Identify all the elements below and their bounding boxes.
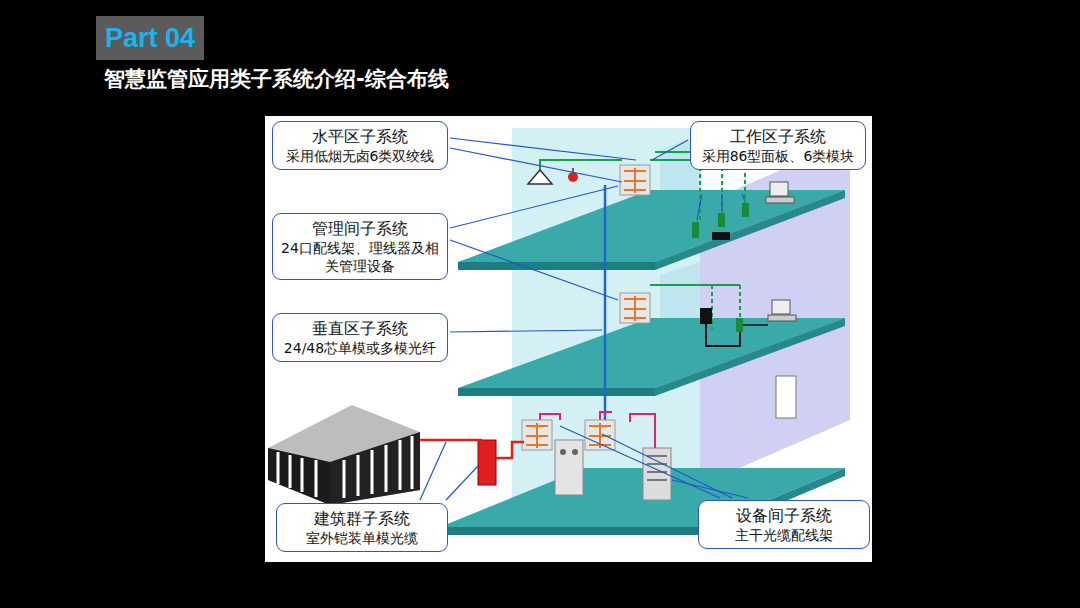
callout-box: 建筑群子系统室外铠装单模光缆 xyxy=(276,503,448,552)
callout-heading: 水平区子系统 xyxy=(279,126,441,147)
callout-heading: 管理间子系统 xyxy=(279,218,441,239)
callout-heading: 设备间子系统 xyxy=(705,505,863,526)
callout-box: 垂直区子系统24/48芯单模或多模光纤 xyxy=(272,313,448,362)
callout-heading: Part 04 xyxy=(102,20,198,56)
callout-heading: 工作区子系统 xyxy=(697,126,859,147)
callout-body: 24/48芯单模或多模光纤 xyxy=(279,339,441,357)
callout-heading: 垂直区子系统 xyxy=(279,318,441,339)
callout-box: 水平区子系统采用低烟无卤6类双绞线 xyxy=(272,121,448,170)
callout-body: 主干光缆配线架 xyxy=(705,526,863,544)
callout-body: 采用低烟无卤6类双绞线 xyxy=(279,147,441,165)
callout-body: 采用86型面板、6类模块 xyxy=(697,147,859,165)
callout-heading: 建筑群子系统 xyxy=(283,508,441,529)
part-badge: Part 04 xyxy=(96,16,204,60)
callout-box: 管理间子系统24口配线架、理线器及相关管理设备 xyxy=(272,213,448,280)
callout-box: 工作区子系统采用86型面板、6类模块 xyxy=(690,121,866,170)
callout-box: 设备间子系统主干光缆配线架 xyxy=(698,500,870,549)
slide-title: 智慧监管应用类子系统介绍-综合布线 xyxy=(104,65,449,93)
callout-body: 室外铠装单模光缆 xyxy=(283,529,441,547)
callout-body: 24口配线架、理线器及相关管理设备 xyxy=(279,239,441,275)
